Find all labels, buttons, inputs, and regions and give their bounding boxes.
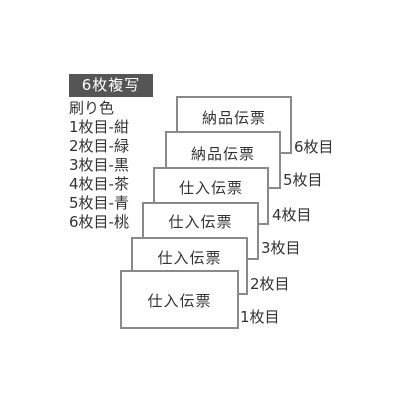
legend-item-4: 4枚目-茶 — [69, 175, 129, 193]
slip-title: 納品伝票 — [201, 109, 266, 127]
legend-item-2: 2枚目-緑 — [69, 137, 129, 155]
legend-item-1: 1枚目-紺 — [69, 118, 129, 136]
slip-count-label: 3枚目 — [261, 239, 301, 257]
slip-title: 仕入伝票 — [178, 179, 243, 197]
legend-heading: 刷り色 — [69, 99, 115, 117]
slip-title: 仕入伝票 — [147, 292, 212, 310]
legend-item-3: 3枚目-黒 — [69, 156, 129, 174]
slip-count-label: 4枚目 — [272, 206, 312, 224]
copy-count-badge: 6枚複写 — [69, 74, 153, 97]
slip-count-label: 6枚目 — [294, 138, 334, 156]
slip-title: 仕入伝票 — [168, 213, 233, 231]
slip-count-label: 5枚目 — [283, 171, 323, 189]
print-color-legend: 刷り色 1枚目-紺 2枚目-緑 3枚目-黒 4枚目-茶 5枚目-青 6枚目-桃 — [69, 99, 139, 232]
slip-sheet-1: 仕入伝票 — [120, 270, 239, 329]
legend-item-6: 6枚目-桃 — [69, 213, 129, 231]
slip-title: 仕入伝票 — [157, 249, 222, 267]
legend-item-5: 5枚目-青 — [69, 194, 129, 212]
slip-count-label: 1枚目 — [240, 308, 280, 326]
slip-title: 納品伝票 — [190, 145, 255, 163]
slip-count-label: 2枚目 — [250, 275, 290, 293]
